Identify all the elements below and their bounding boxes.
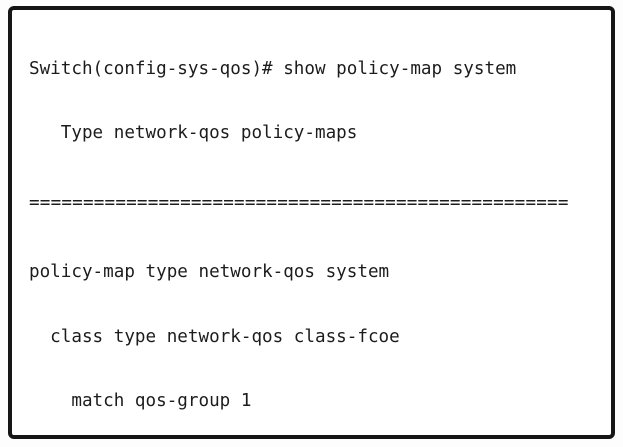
terminal-line: match qos-group 1: [29, 390, 252, 411]
terminal-line: Type network-qos policy-maps: [29, 123, 358, 144]
terminal-separator-line: ========================================…: [29, 193, 569, 214]
console-output-panel: Switch(config-sys-qos)# show policy-map …: [8, 6, 615, 439]
terminal-line: policy-map type network-qos system: [29, 262, 390, 283]
terminal-line-prompt: Switch(config-sys-qos)# show policy-map …: [29, 58, 517, 79]
terminal-line: class type network-qos class-fcoe: [29, 326, 400, 347]
console-output-text: Switch(config-sys-qos)# show policy-map …: [12, 10, 611, 447]
